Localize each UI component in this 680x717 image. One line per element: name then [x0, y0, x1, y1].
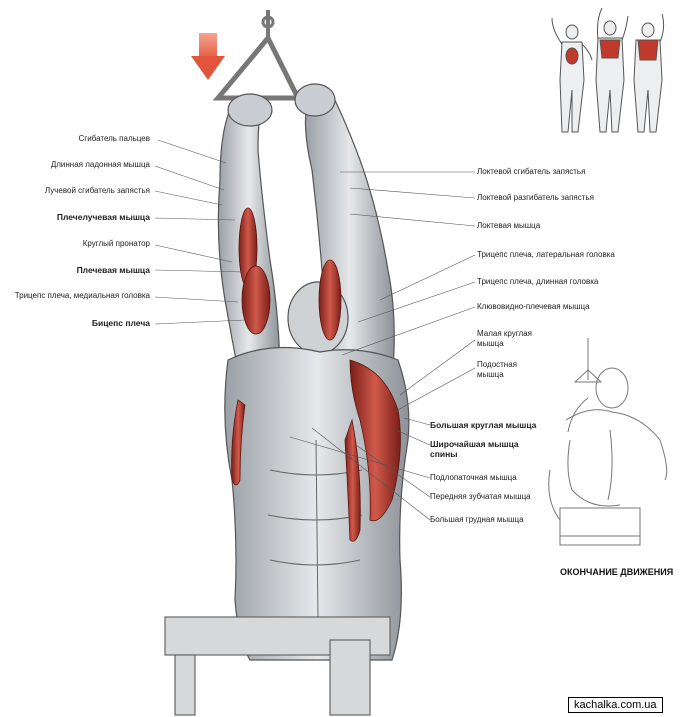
- label-latissimus: Широчайшая мышца спины: [430, 439, 519, 459]
- label-triceps-lateral: Трицепс плеча, латеральная головка: [477, 250, 615, 259]
- end-position-sketch: [548, 338, 668, 546]
- label-brachioradialis: Плечелучевая мышца: [56, 212, 150, 222]
- label-subscapularis: Подлопаточная мышца: [430, 473, 517, 482]
- label-pronator-teres: Круглый пронатор: [82, 239, 150, 248]
- leader-lines: [154, 139, 476, 521]
- label-flexor-carpi-ulnaris: Локтевой сгибатель запястья: [477, 167, 586, 176]
- label-biceps: Бицепс плеча: [91, 318, 150, 328]
- label-palmaris-longus: Длинная ладонная мышца: [50, 160, 150, 169]
- label-finger-flexor: Сгибатель пальцев: [78, 134, 150, 143]
- label-serratus-anterior: Передняя зубчатая мышца: [430, 492, 531, 501]
- label-teres-minor: Малая круглая мышца: [477, 329, 532, 348]
- label-anconeus: Локтевая мышца: [477, 221, 541, 230]
- label-teres-major: Большая круглая мышца: [430, 420, 537, 430]
- watermark: kachalka.com.ua: [568, 697, 663, 713]
- mini-figures: [551, 7, 665, 133]
- label-triceps-long: Трицепс плеча, длинная головка: [477, 277, 599, 286]
- cable-handle: [212, 10, 303, 101]
- label-brachialis: Плечевая мышца: [76, 265, 150, 275]
- label-flexor-carpi-radialis: Лучевой сгибатель запястья: [44, 186, 150, 195]
- label-triceps-medial: Трицепс плеча, медиальная головка: [14, 291, 150, 300]
- label-pectoralis-major: Большая грудная мышца: [430, 515, 524, 524]
- caption-end-of-movement: ОКОНЧАНИЕ ДВИЖЕНИЯ: [560, 567, 674, 577]
- main-figure: [164, 83, 410, 716]
- down-arrow-icon: [191, 33, 225, 80]
- label-infraspinatus: Подостная мышца: [477, 360, 518, 379]
- label-coracobrachialis: Клювовидно-плечевая мышца: [477, 302, 590, 311]
- label-extensor-carpi-ulnaris: Локтевой разгибатель запястья: [477, 193, 594, 202]
